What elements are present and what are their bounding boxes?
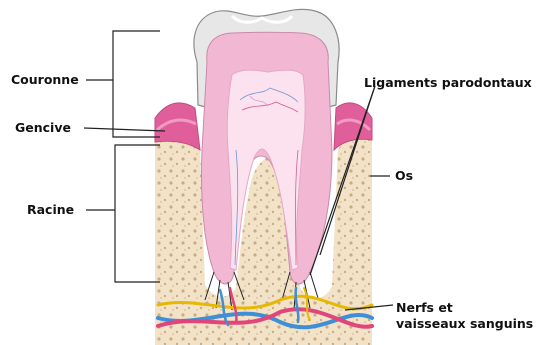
label-ligaments: Ligaments parodontaux bbox=[364, 75, 532, 90]
label-vaisseaux: vaisseaux sanguins bbox=[396, 316, 533, 331]
gum-pointer bbox=[84, 128, 165, 131]
label-couronne: Couronne bbox=[11, 72, 79, 87]
label-racine: Racine bbox=[27, 202, 74, 217]
label-os: Os bbox=[395, 168, 413, 183]
root-bracket bbox=[86, 145, 160, 282]
crown-bracket bbox=[86, 31, 160, 137]
label-gencive: Gencive bbox=[15, 120, 71, 135]
label-nerfs: Nerfs et bbox=[396, 300, 453, 315]
bone bbox=[155, 130, 372, 345]
